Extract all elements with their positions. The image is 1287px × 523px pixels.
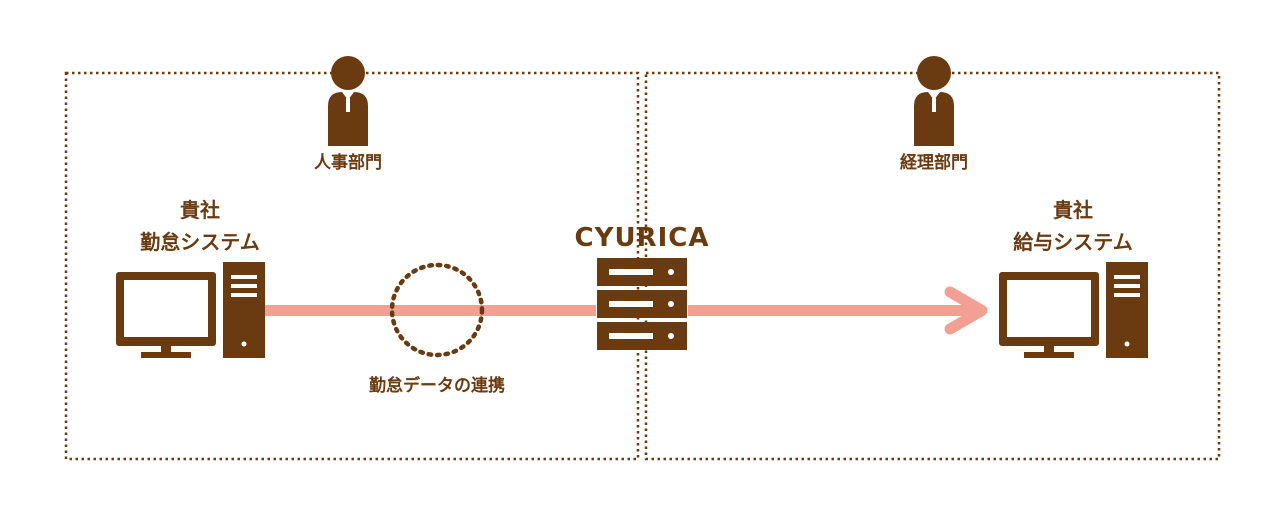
target-system-name-label: 給与システム: [1013, 230, 1133, 254]
source-to-hub-line: [262, 305, 596, 316]
source-system-name-label: 勤怠システム: [140, 230, 260, 254]
accounting-department-label: 経理部門: [900, 153, 968, 173]
data-flow-label: 勤怠データの連携: [369, 376, 505, 396]
accounting-person-icon: [914, 56, 954, 146]
hr-person-icon: [328, 56, 368, 146]
hub-server-icon: [597, 258, 687, 350]
hr-department-box: [64, 71, 640, 461]
source-computer-icon: [116, 262, 265, 358]
data-flow-circle-icon: [389, 262, 485, 358]
source-system-company-label: 貴社: [180, 198, 220, 222]
target-computer-icon: [999, 262, 1148, 358]
hr-department-label: 人事部門: [314, 153, 382, 173]
target-system-company-label: 貴社: [1053, 198, 1093, 222]
hub-label: CYURICA: [574, 223, 710, 253]
arrow-head-icon: [944, 286, 988, 335]
hub-to-target-line: [688, 305, 974, 316]
